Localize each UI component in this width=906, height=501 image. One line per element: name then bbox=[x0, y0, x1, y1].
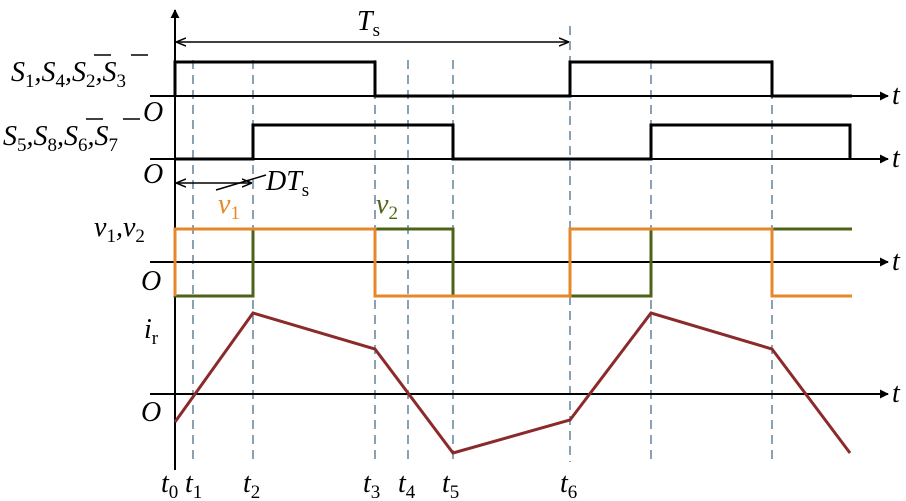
label-v1-v2: v1,v2 bbox=[94, 212, 145, 247]
waveform-ir bbox=[173, 311, 852, 455]
label-s5-s8-s6-s7: S5,S8,S6,S7 bbox=[3, 121, 118, 156]
label-ir: ir bbox=[144, 314, 159, 349]
phase-shift-leader bbox=[215, 174, 267, 191]
label-s1-s4-s2-s3: S1,S4,S2,S3 bbox=[11, 57, 126, 92]
label-v2: v2 bbox=[376, 189, 398, 224]
time-point-t6: t6 bbox=[560, 468, 577, 501]
time-label-2: t bbox=[892, 143, 901, 174]
time-point-t3: t3 bbox=[363, 468, 380, 501]
phase-shift-label: DTs bbox=[265, 166, 309, 201]
period-label: Ts bbox=[357, 6, 380, 41]
time-label-3: t bbox=[892, 246, 901, 277]
origin-label-4: O bbox=[141, 397, 161, 428]
waveform-s5-s8 bbox=[175, 123, 852, 161]
origin-label-2: O bbox=[143, 159, 163, 190]
time-point-t2: t2 bbox=[243, 468, 260, 501]
label-v1: v1 bbox=[218, 189, 240, 224]
time-point-t5: t5 bbox=[442, 468, 459, 501]
time-label-1: t bbox=[892, 80, 901, 111]
waveform-s1-s4 bbox=[173, 60, 852, 98]
waveform-v1 bbox=[173, 227, 852, 298]
time-label-4: t bbox=[892, 378, 901, 409]
origin-label-3: O bbox=[141, 266, 161, 297]
time-point-t0: t0 bbox=[161, 468, 178, 501]
time-point-t4: t4 bbox=[398, 468, 416, 501]
origin-label-1: O bbox=[143, 97, 163, 128]
time-point-t1: t1 bbox=[185, 468, 202, 501]
waveform-v2 bbox=[173, 227, 852, 298]
guide-lines bbox=[192, 26, 773, 462]
